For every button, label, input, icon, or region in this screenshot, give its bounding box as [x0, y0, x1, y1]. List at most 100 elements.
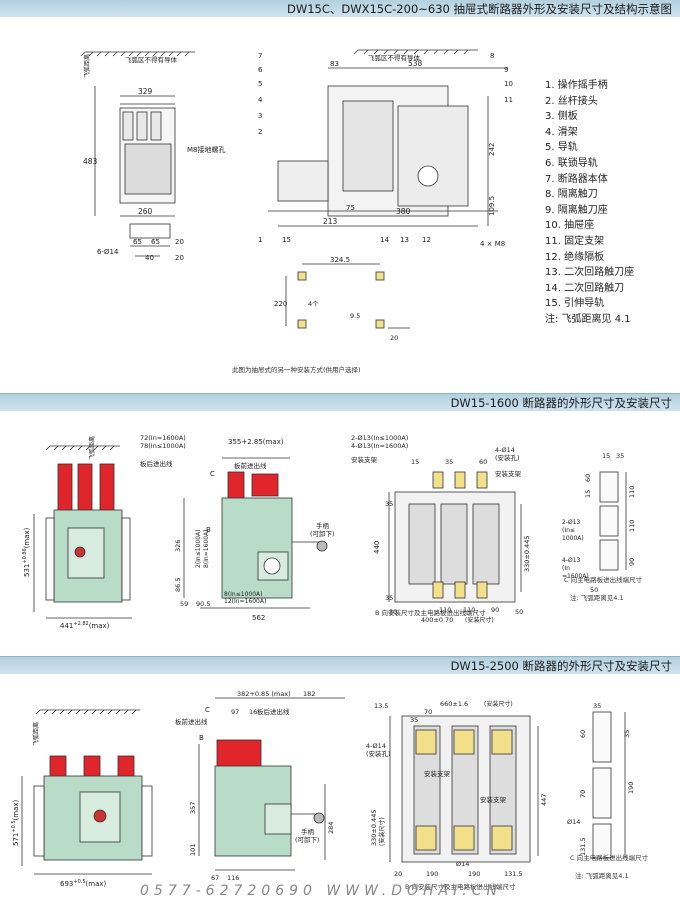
- s3-c-view-drawing: 35 60 70 190 131.5 Ø14 35: [567, 702, 635, 859]
- s2-c-mark: C: [210, 470, 215, 478]
- fig2-dim-83: 83: [330, 60, 339, 68]
- fig2-dim-380: 380: [396, 207, 411, 216]
- s2-b-mark: B: [206, 526, 211, 534]
- s2-dim-30: 30: [389, 608, 397, 616]
- s3-top-dim-2: 182: [303, 690, 315, 698]
- s3-side-drawing: 382+0.85 (max) 182 C 97 16 板前进出线 板后进出线 B…: [175, 690, 345, 882]
- s3-board-front: 板前进出线: [175, 717, 208, 726]
- s3-dim-660: 660±1.6: [440, 700, 468, 708]
- fig1-dim-483: 483: [83, 157, 98, 166]
- fig2-arc-text: 飞弧区不得有导体: [368, 53, 421, 62]
- s3-dim-116: 116: [227, 874, 239, 882]
- s2c-holes-4: 4-Ø13: [562, 557, 581, 564]
- s2-bottom-2: 12(In=1600A): [224, 598, 266, 605]
- s2-board-rear: 板后进出线: [140, 459, 173, 468]
- s2-dim-2: 2(In≤1000A): [195, 530, 202, 568]
- legend-item: 1. 操作摇手柄: [545, 80, 608, 91]
- s2-dim-50: 50: [515, 608, 523, 616]
- s3-dim-97: 97: [231, 708, 239, 716]
- s2-handle-pos: (可卸下): [310, 529, 335, 538]
- s2-dim-86-5: 86.5: [174, 578, 182, 592]
- callout-13: 13: [400, 236, 409, 244]
- fig3-dim-9-5: 9.5: [350, 312, 360, 320]
- s3-c-note: 注: 飞弧距离见4.1: [575, 872, 629, 880]
- s2-dim-59: 59: [180, 600, 188, 608]
- s3-arc-label: 飞弧距离: [32, 722, 40, 746]
- legend-note: 注: 飞弧距离见 4.1: [545, 313, 631, 325]
- section-3-title-band: DW15-2500 断路器的外形尺寸及安装尺寸: [0, 656, 680, 674]
- s3c-dim-60: 60: [579, 730, 587, 738]
- s3-dim-330: 330±0.445: [370, 810, 378, 846]
- s2c-holes-1: 2-Ø13: [562, 519, 581, 526]
- s3-dim-447: 447: [540, 794, 548, 806]
- fig3-dim-324: 324.5: [330, 256, 350, 264]
- fig1-bolt-label: M8接地螺孔: [187, 145, 226, 154]
- s2c-dim-35: 35: [616, 452, 624, 460]
- s3-dim-660-label: (安装尺寸): [484, 700, 513, 708]
- s2c-dim-110a: 110: [628, 486, 636, 498]
- fig2-dim-m8: 4 × M8: [480, 240, 505, 248]
- legend-item: 8. 隔离触刀: [545, 189, 598, 201]
- s3c-dim-35b: 35: [623, 730, 631, 738]
- s2-holes-1: 2-Ø13(In≤1000A): [351, 434, 408, 442]
- s3-b-mark: B: [199, 734, 204, 742]
- callout-8: 8: [490, 52, 494, 60]
- callout-12: 12: [422, 236, 431, 244]
- s3-install-drawing: 13.5 660±1.6 (安装尺寸) 70 35 447 330±0.445 …: [366, 700, 548, 878]
- s2-dim-8: 8(In=1600A): [203, 530, 210, 568]
- s2c-dim-60: 60: [584, 474, 592, 482]
- s3c-dim-131-5: 131.5: [579, 837, 587, 856]
- s2c-dim-110b: 110: [628, 520, 636, 532]
- s3-install-caption: B 向安装尺寸及主电路板进出线端尺寸: [405, 883, 516, 891]
- s2-side-drawing: 72(In=1600A) 78(In≤1000A) 355+2.85(max) …: [140, 434, 335, 622]
- callout-15: 15: [282, 236, 291, 244]
- s3-holes: 4-Ø14: [366, 742, 386, 750]
- s2-dim-60: 60: [479, 458, 487, 466]
- fig3-dim-20: 20: [390, 334, 398, 342]
- callout-2: 2: [258, 128, 262, 136]
- s2-dim-400: 400±0.70: [421, 616, 453, 624]
- section-1-title: DW15C、DWX15C-200~630 抽屉式断路器外形及安装尺寸及结构示意图: [287, 2, 672, 16]
- s2-dim-35b: 35: [385, 500, 393, 508]
- s2-top-left-1: 72(In=1600A): [140, 434, 186, 442]
- s2-bracket-2: 安装支架: [495, 469, 522, 478]
- s3-dim-d14: Ø14: [456, 860, 469, 868]
- s2-holes-2: 4-Ø13(In=1600A): [351, 442, 408, 450]
- s2-top-dim: 355+2.85(max): [228, 438, 284, 446]
- s3-bracket: 安装支架: [424, 769, 451, 778]
- s3-dim-131-5: 131.5: [504, 870, 523, 878]
- s2-dim-110a: 110: [439, 606, 451, 614]
- s2c-dim-15: 15: [602, 452, 610, 460]
- legend-item: 4. 滑架: [545, 126, 578, 138]
- s3-front-drawing: 飞弧距离 571+0.5(max) 693+0.5(max): [11, 709, 153, 888]
- fig1-dim-329: 329: [138, 87, 153, 96]
- s3-dim-190a: 190: [426, 870, 438, 878]
- s2-front-width: 441+2.82(max): [60, 621, 110, 630]
- fig1-holes: 6-Ø14: [97, 248, 119, 256]
- s3-dim-13-5: 13.5: [374, 702, 388, 710]
- s2c-dim-50: 50: [590, 586, 598, 594]
- s3-c-caption: C 向主电路板进出线端尺寸: [570, 854, 649, 862]
- s2c-holes-5: (In: [562, 565, 570, 572]
- s2-dim-562: 562: [252, 614, 265, 622]
- legend-item: 6. 联锁导轨: [545, 157, 598, 169]
- s3-dim-330-label: (安装尺寸): [378, 817, 386, 846]
- s3-bracket-2: 安装支架: [480, 795, 507, 804]
- fig1-dim-40: 40: [145, 254, 154, 262]
- s3-dim-284: 284: [327, 822, 335, 834]
- fig1-dim-20b: 20: [175, 254, 184, 262]
- section-2-title: DW15-1600 断路器的外形尺寸及安装尺寸: [450, 396, 672, 410]
- legend-item: 5. 导轨: [545, 142, 578, 154]
- section-3: 飞弧距离 571+0.5(max) 693+0.5(max) 382+0.85 …: [0, 676, 680, 906]
- s3c-dim-70: 70: [579, 790, 587, 798]
- s2-dim-326: 326: [174, 540, 182, 552]
- section-1-title-band: DW15C、DWX15C-200~630 抽屉式断路器外形及安装尺寸及结构示意图: [0, 0, 680, 17]
- s2-bracket: 安装支架: [351, 455, 378, 464]
- fig1-dim-20: 20: [175, 238, 184, 246]
- s2-arc-label: 飞弧距离: [88, 436, 96, 460]
- s2-c-caption: C 向主电路板进出线端尺寸: [564, 576, 643, 584]
- s3-dim-70: 70: [424, 708, 432, 716]
- s2c-dim-15b: 15: [584, 490, 592, 498]
- fig3-dim-4: 4个: [308, 300, 319, 308]
- legend-item: 11. 固定支架: [545, 235, 605, 247]
